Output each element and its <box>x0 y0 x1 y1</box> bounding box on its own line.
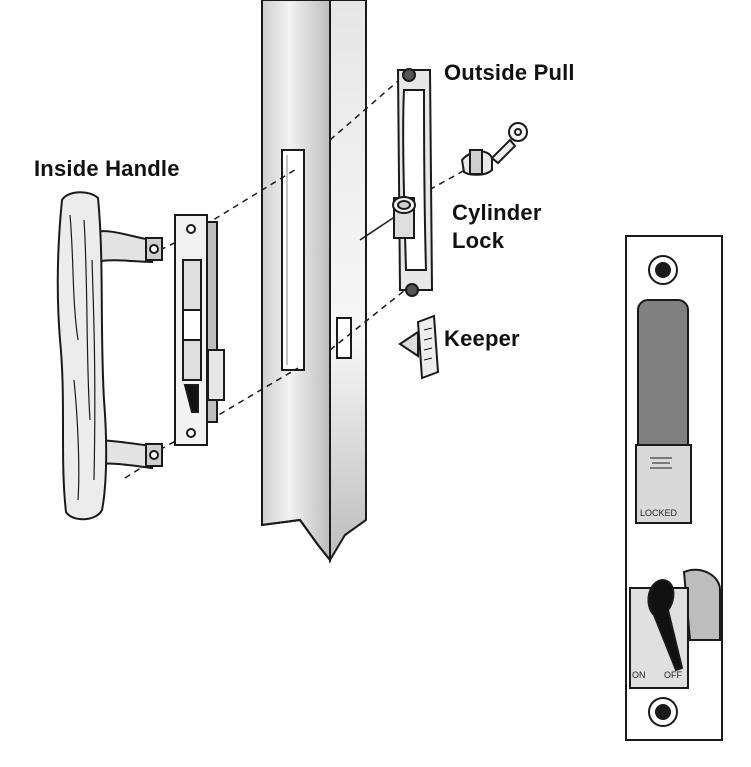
detail-off-text: OFF <box>664 670 682 680</box>
inside-latch <box>174 214 225 446</box>
door-frame <box>261 0 367 564</box>
door-slot <box>281 149 305 371</box>
outside-pull-label: Outside Pull <box>444 60 575 85</box>
outside-pull <box>392 68 434 297</box>
keeper-label: Keeper <box>444 326 520 351</box>
key-icon <box>490 122 528 165</box>
lock-label: Lock <box>452 228 505 253</box>
inside-handle <box>56 191 163 521</box>
keeper-slot <box>336 317 352 359</box>
detail-on-text: ON <box>632 670 646 680</box>
inside-handle-label: Inside Handle <box>34 156 180 181</box>
cylinder-label: Cylinder <box>452 200 542 225</box>
detail-locked-text: LOCKED <box>640 508 678 518</box>
cylinder-lock-part <box>460 149 493 176</box>
latch-detail: LOCKED ON OFF <box>625 235 723 741</box>
lock-lever <box>647 578 684 672</box>
keeper-part <box>398 314 440 380</box>
